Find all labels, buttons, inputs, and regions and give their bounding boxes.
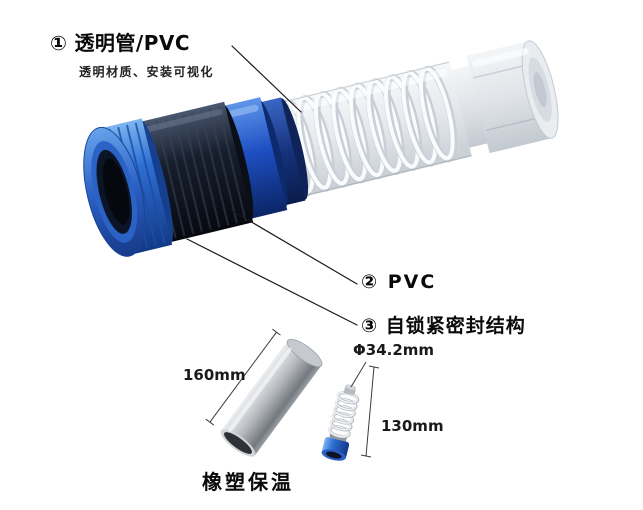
leader-line-lock-seal	[186, 238, 358, 326]
insulation-tube	[205, 328, 323, 457]
callout-1-subtitle: 透明材质、安装可视化	[79, 65, 215, 79]
callout-3-title: 自锁紧密封结构	[385, 315, 526, 337]
dimension-line-130	[360, 365, 380, 458]
dimension-spring-length: 130mm	[381, 417, 444, 435]
transparent-spring-tube	[273, 61, 472, 199]
callout-pvc: ② PVC	[361, 271, 436, 293]
main-assembly	[83, 40, 559, 257]
callout-3-number: ③	[361, 315, 379, 337]
callout-2-number: ②	[361, 271, 380, 293]
caption-rubber-insulation: 橡塑保温	[202, 470, 294, 494]
callout-lock-seal: ③ 自锁紧密封结构	[361, 311, 526, 338]
blue-end-cap	[83, 118, 173, 257]
leader-line-pvc	[230, 209, 358, 285]
leader-line-transparent-tube	[231, 45, 302, 113]
pvc-seal-rings	[221, 97, 309, 220]
spring-core-part	[321, 384, 360, 461]
callout-1-title: 透明管/PVC	[74, 31, 191, 55]
callout-2-title: PVC	[387, 271, 437, 293]
dimension-tube-length: 160mm	[183, 366, 246, 384]
callout-lines	[186, 45, 358, 326]
dimension-diameter: Φ34.2mm	[353, 341, 435, 359]
diameter-leader-line	[350, 361, 367, 388]
dimension-line-160	[205, 328, 281, 426]
callout-1-number: ①	[50, 31, 68, 55]
